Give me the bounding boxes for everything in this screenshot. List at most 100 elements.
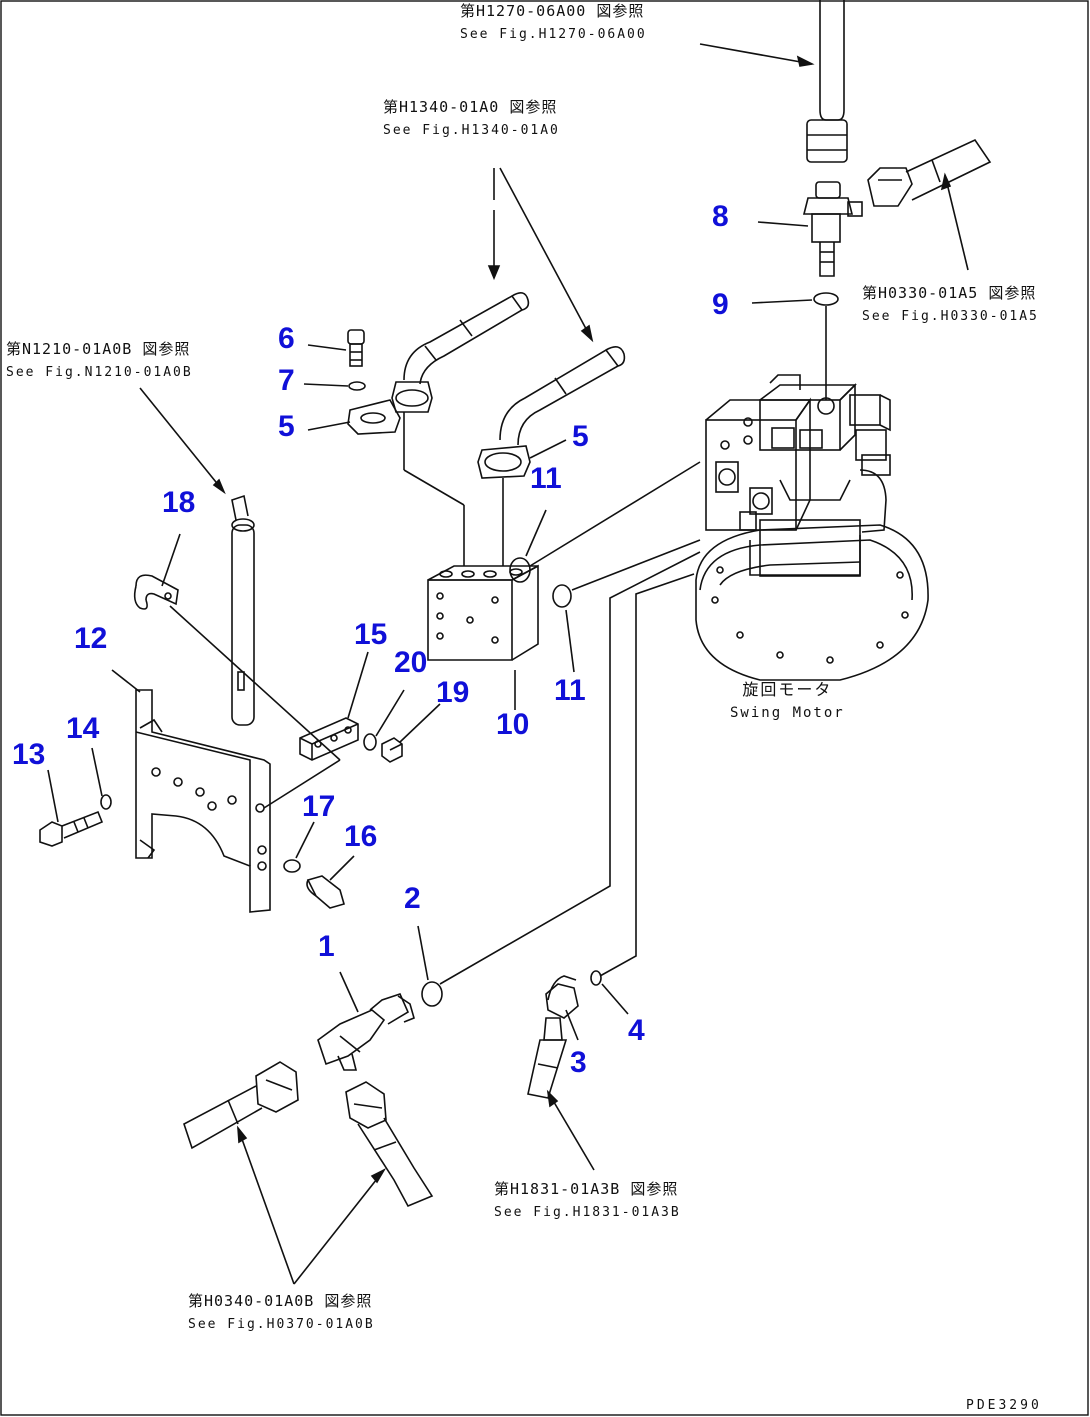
callout-7: 7: [278, 364, 295, 397]
bolt-13: [39, 810, 104, 847]
callout-10: 10: [496, 708, 530, 741]
swing-motor-label: 旋回モータ Swing Motor: [730, 680, 845, 721]
ref-h0330: 第H0330-01A5 図参照 See Fig.H0330-01A5: [862, 284, 1039, 324]
hose-1-left: [183, 1061, 299, 1150]
ref-h0330-jp: 第H0330-01A5 図参照: [862, 284, 1037, 302]
ref-h1270-jp: 第H1270-06A00 図参照: [460, 2, 645, 20]
leader-8: [757, 221, 809, 227]
tee-fitting-8: [802, 181, 863, 277]
center-line-11b: [571, 539, 701, 591]
swing-motor-label-en: Swing Motor: [730, 705, 845, 721]
callout-18: 18: [162, 486, 196, 519]
washer-14: [100, 794, 112, 810]
right-hose: [867, 138, 992, 207]
callout-13: 13: [12, 738, 46, 771]
callout-11-upper: 11: [530, 462, 562, 495]
top-pipe: [806, 0, 848, 163]
leader-19: [399, 703, 441, 743]
ref-h0340-en: See Fig.H0370-01A0B: [188, 1317, 375, 1332]
ref-h1270: 第H1270-06A00 図参照 See Fig.H1270-06A00: [460, 2, 647, 42]
arrow-h0340-b: [370, 1168, 387, 1184]
junction-block-10: [427, 564, 539, 661]
callout-12: 12: [74, 622, 108, 655]
o-ring-11-upper: [509, 557, 531, 583]
leader-4: [601, 983, 629, 1015]
ref-n1210-jp: 第N1210-01A0B 図参照: [6, 340, 191, 358]
clip-18: [133, 574, 179, 610]
ref-h1831-en: See Fig.H1831-01A3B: [494, 1205, 681, 1220]
callout-2: 2: [404, 882, 421, 915]
washer-7: [348, 381, 366, 391]
nut-19: [381, 737, 403, 763]
bolt-6: [347, 329, 365, 367]
leader-3: [565, 1009, 579, 1041]
arrow-n1210: [212, 478, 226, 495]
hose-left-upper: [391, 292, 530, 413]
leader-5a: [307, 421, 351, 431]
hose-right-upper: [477, 346, 626, 479]
arrow-h0340-a: [237, 1125, 248, 1144]
callout-14: 14: [66, 712, 100, 745]
washer-20: [363, 733, 377, 751]
bolt-16: [306, 875, 345, 909]
callout-5-right: 5: [572, 420, 589, 453]
leader-7: [303, 383, 349, 387]
arrow-h1831: [546, 1089, 559, 1108]
o-ring-4: [590, 970, 602, 986]
leader-11a: [525, 509, 547, 557]
leader-11b: [565, 609, 575, 673]
leader-2: [417, 925, 429, 981]
center-line-block-b: [403, 469, 465, 506]
tee-fitting-1: [317, 993, 415, 1071]
swing-motor-body: [695, 374, 929, 681]
callout-9: 9: [712, 288, 729, 321]
leader-6: [307, 344, 347, 351]
arrow-h1340: [580, 324, 594, 343]
ref-h0340: 第H0340-01A0B 図参照 See Fig.H0370-01A0B: [188, 1292, 375, 1332]
callout-1: 1: [318, 930, 335, 963]
callout-17: 17: [302, 790, 336, 823]
clamp-plate-15: [299, 717, 359, 761]
callout-5-upper-left: 5: [278, 410, 295, 443]
leader-20: [375, 689, 405, 737]
center-line-clip: [169, 605, 341, 761]
tube-rod: [231, 494, 255, 726]
washer-17: [283, 859, 301, 873]
ref-h1831: 第H1831-01A3B 図参照 See Fig.H1831-01A3B: [494, 1180, 681, 1220]
hose-1-right: [345, 1081, 434, 1208]
callout-11-lower: 11: [554, 674, 586, 707]
leader-h1340-b: [499, 167, 593, 341]
arrow-h0330: [940, 172, 952, 191]
callout-3: 3: [570, 1046, 587, 1079]
arrow-h1270: [796, 55, 815, 67]
drawing-code: PDE3290: [966, 1398, 1042, 1413]
leader-h1831: [547, 1091, 595, 1171]
ref-h1340: 第H1340-01A0 図参照 See Fig.H1340-01A0: [383, 100, 560, 138]
ref-h1831-jp: 第H1831-01A3B 図参照: [494, 1180, 679, 1198]
ref-h0330-en: See Fig.H0330-01A5: [862, 309, 1039, 324]
line-to-4: [599, 573, 695, 977]
callout-4: 4: [628, 1014, 645, 1047]
o-ring-11-lower: [552, 584, 572, 608]
callout-15: 15: [354, 618, 388, 651]
leader-13: [47, 769, 59, 823]
leader-5b: [529, 439, 567, 459]
ref-n1210: 第N1210-01A0B 図参照 See Fig.N1210-01A0B: [6, 340, 193, 380]
ref-h0340-jp: 第H0340-01A0B 図参照: [188, 1292, 373, 1310]
swing-motor-label-jp: 旋回モータ: [742, 680, 833, 699]
leader-h0340-a: [237, 1127, 295, 1285]
callout-20: 20: [394, 646, 428, 679]
leader-12: [111, 669, 141, 693]
arrow-top: [487, 265, 501, 281]
leader-15: [347, 651, 369, 719]
leader-16: [329, 855, 355, 881]
leader-1: [339, 971, 359, 1013]
elbow-fitting-3: [527, 975, 579, 1099]
line-to-2: [439, 551, 701, 985]
center-line-bracket: [263, 759, 341, 809]
leader-h1270: [699, 43, 813, 65]
ref-n1210-en: See Fig.N1210-01A0B: [6, 365, 193, 380]
